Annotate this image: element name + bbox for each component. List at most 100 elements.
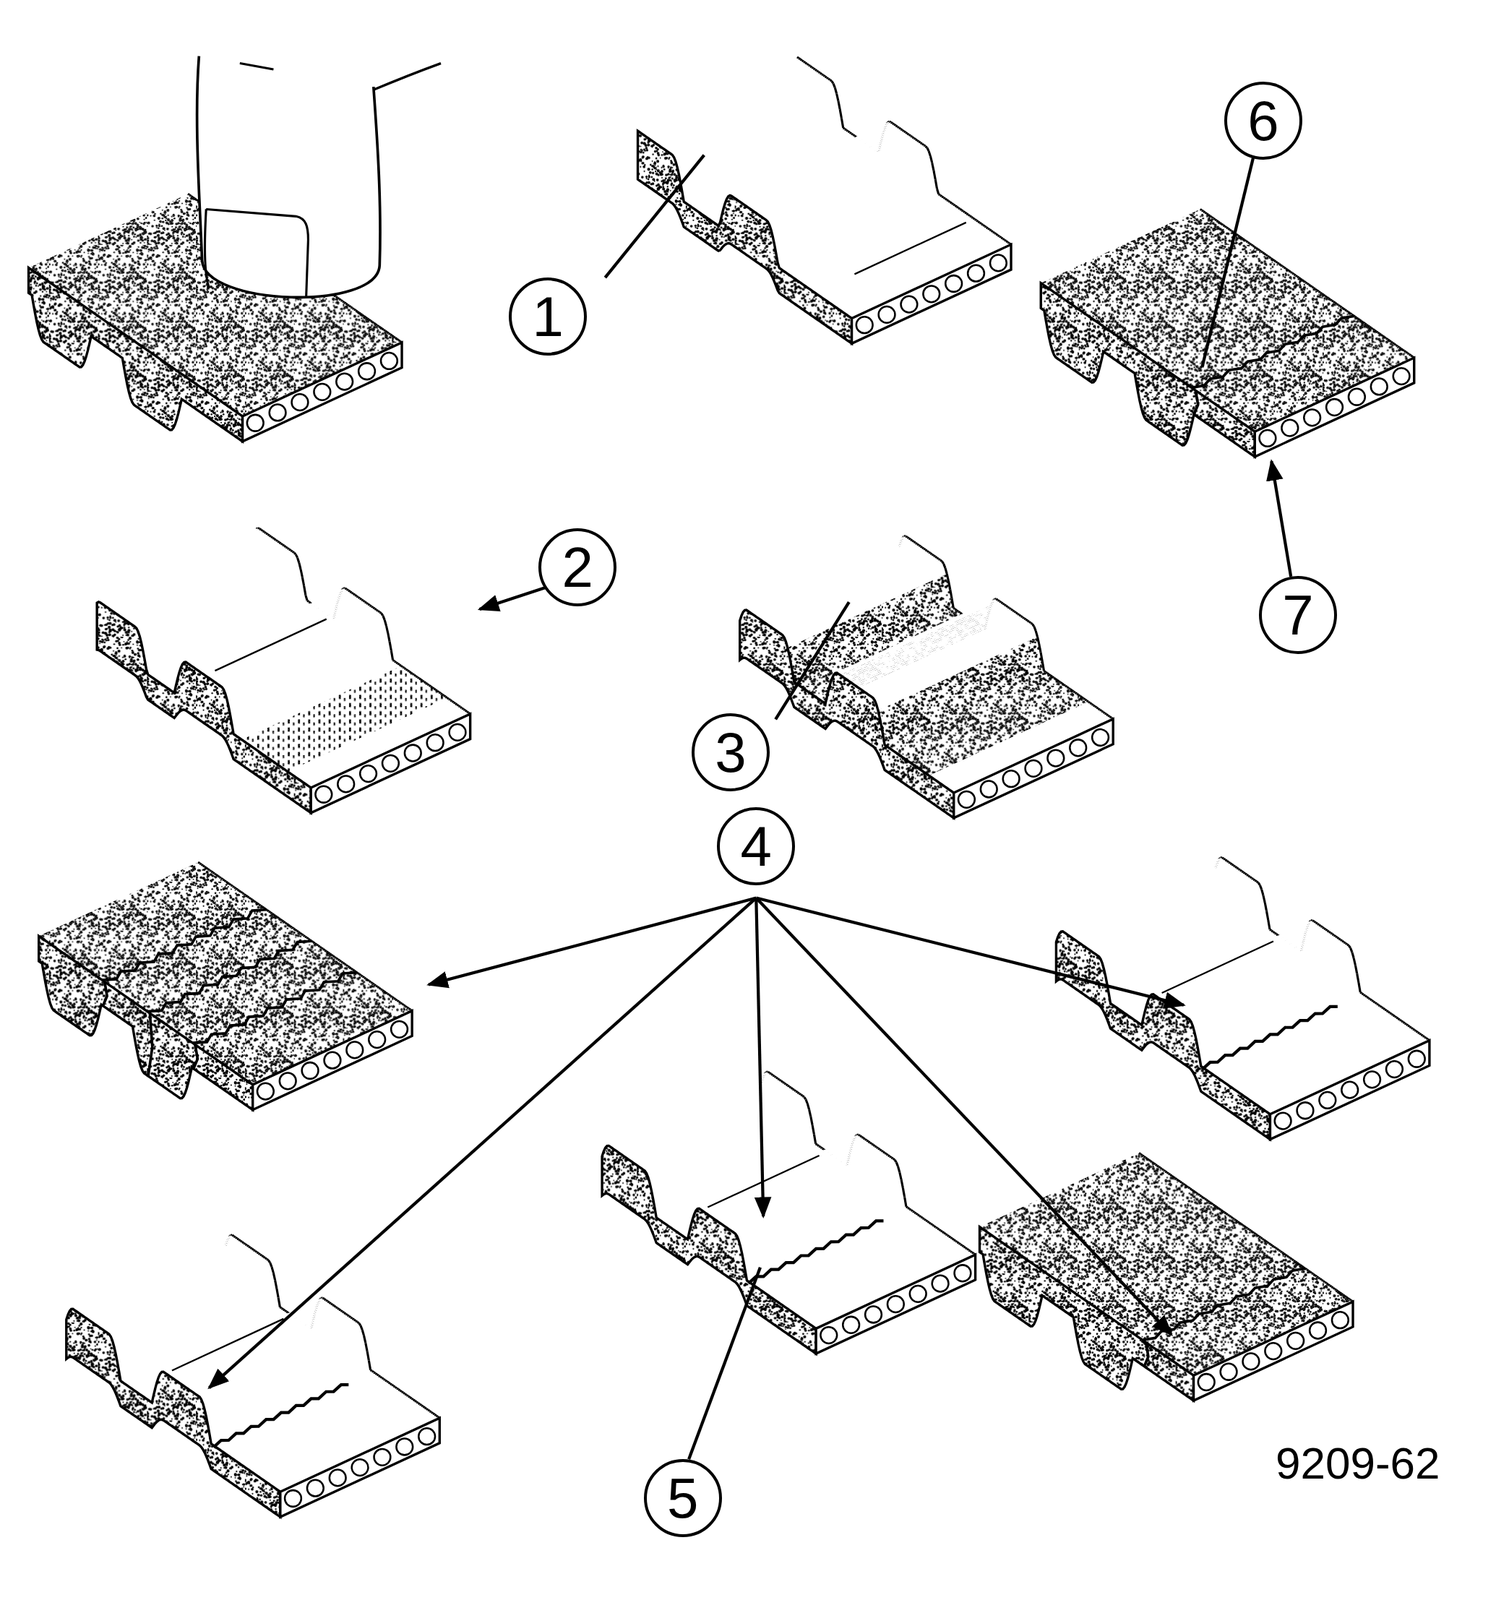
belt-edge [1312,920,1314,923]
belt-edge [371,606,373,608]
belt-edge [267,910,269,913]
belt-edge [1243,872,1246,874]
belt-edge [968,214,970,217]
belt-edge [976,220,978,222]
belt-edge [1062,683,1064,686]
belt-edge [357,596,359,598]
belt-edge [846,130,848,132]
belt-edge [1409,1026,1412,1029]
belt-edge [1009,608,1012,610]
belt-cord [990,255,1007,272]
belt-edge [807,63,809,66]
belt-edge [201,864,204,866]
belt-edge [1297,276,1299,279]
belt-edge [927,148,929,152]
belt-edge [362,315,364,317]
belt-edge [1370,999,1372,1001]
belt-edge [917,544,919,546]
belt-edge [821,74,824,76]
belt-edge [405,1006,407,1008]
belt-cord [1092,729,1109,746]
belt-edge [1320,292,1322,295]
belt-edge [1063,684,1066,686]
belt-cord [336,373,353,391]
belt-cord [247,414,264,432]
belt-edge [403,1005,406,1007]
belt-edge [1345,943,1348,945]
belt-edge [1339,306,1342,308]
belt-edge [308,602,311,604]
belt-edge [917,140,919,142]
belt-edge [379,987,381,990]
belt-cord [324,1052,342,1069]
belt-edge [1235,866,1237,868]
belt-edge [1409,354,1411,356]
belt-edge [407,670,410,673]
belt-segment [740,536,1113,819]
belt-edge [899,127,901,130]
belt-edge [915,139,918,141]
belt-edge [284,545,286,548]
belt-cord [380,352,398,370]
belt-edge [311,940,313,943]
belt-edge [252,899,254,902]
belt-edge [198,862,200,864]
belt-edge [1274,260,1276,263]
belt-edge [1057,680,1059,682]
belt-edge [1106,714,1108,717]
belt-edge [372,607,375,610]
belt-edge [849,132,852,134]
belt-edge [797,57,799,59]
belt-edge [1396,345,1398,347]
belt-edge [287,548,290,550]
belt-edge [1213,218,1215,220]
belt-edge [245,895,248,897]
belt-edge [1392,342,1395,345]
belt-end [252,1011,412,1111]
crack-line [193,1045,199,1069]
belt-edge [1371,328,1374,330]
belt-edge [1287,269,1289,272]
belt-edge [355,310,358,313]
belt-end [953,719,1113,819]
belt-edge [274,539,277,541]
belt-edge [1053,677,1056,680]
belt-edge [380,327,382,329]
belt-edge [1253,245,1255,248]
belt-edge [1313,288,1316,290]
belt-edge [393,660,395,662]
belt-edge [204,866,206,868]
belt-edge [940,195,942,197]
belt-edge [1300,278,1303,281]
belt-edge [1425,1038,1428,1040]
belt-edge [350,307,352,309]
belt-end [1269,1040,1429,1140]
belt-edge [342,301,345,303]
belt-edge [1373,1001,1375,1004]
belt-edge [1251,244,1253,246]
belt-edge [402,667,404,669]
belt-edge [1055,679,1057,681]
belt-edge [278,542,281,545]
belt-edge [1269,929,1272,931]
belt-line [1162,940,1274,993]
belt-edge [271,536,273,539]
belt-edge [1219,222,1222,225]
belt-edge [348,590,350,592]
belt-edge [422,680,425,683]
belt-edge [1343,942,1345,944]
belt-edge [1014,611,1017,613]
belt-edge [300,569,303,578]
belt-edge [382,990,384,992]
belt-edge [425,682,428,685]
belt-edge [264,531,266,534]
belt-edge [959,208,962,211]
belt-edge [1380,1006,1382,1008]
belt-edge [257,903,259,905]
belt-edge [249,897,251,900]
belt-edge [1094,706,1097,709]
belt-edge [383,991,386,993]
belt-edge [354,309,356,311]
belt-edge [787,1085,790,1087]
belt-edge [367,318,369,321]
